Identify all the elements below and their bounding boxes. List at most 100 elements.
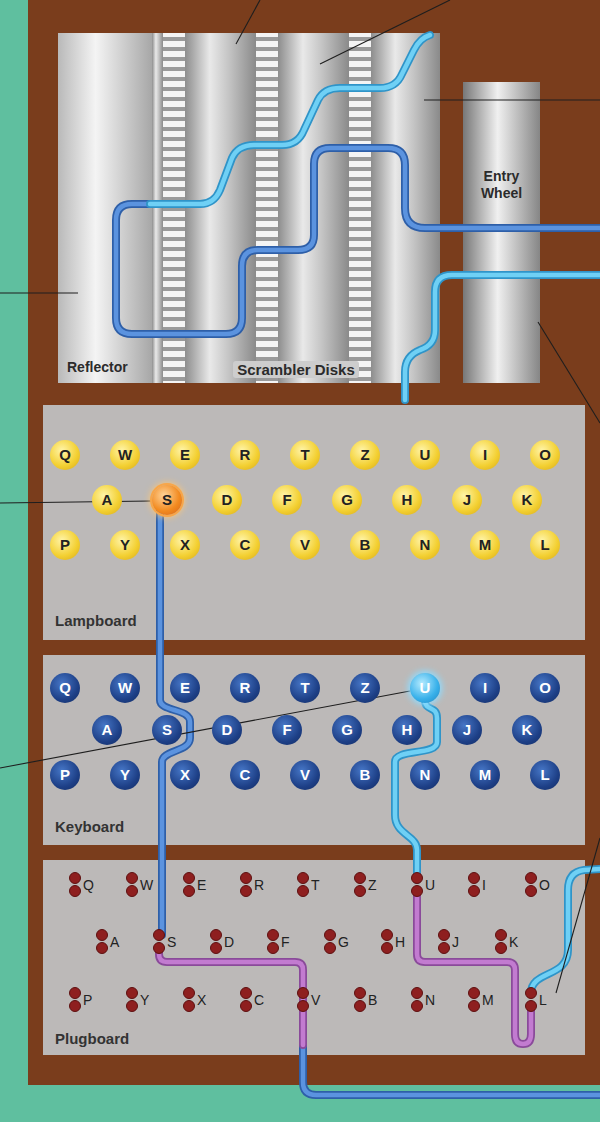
key: A [92,715,122,745]
plug-socket [412,1001,423,1012]
key-letter: M [479,766,492,784]
plug-letter: P [83,991,92,1009]
plug-socket [127,873,138,884]
key: I [470,673,500,703]
lamp-letter: N [420,536,431,554]
lamp: J [452,485,482,515]
plug-socket [439,943,450,954]
wire-group [116,35,600,1095]
key: Y [110,760,140,790]
lamp-letter: G [341,491,353,509]
keyboard-panel: KeyboardQWERTZUIOASDFGHJKPYXCVBNML [43,655,585,845]
leader-line [236,0,260,44]
lamp: S [152,485,182,515]
entry-wheel-drum [463,82,540,383]
key: U [410,673,440,703]
key: N [410,760,440,790]
key: B [350,760,380,790]
plug-socket [268,930,279,941]
lamp: N [410,530,440,560]
plug-socket [382,930,393,941]
key-letter: P [60,766,70,784]
key: T [290,673,320,703]
plug-socket [469,873,480,884]
plug-cable [417,890,531,1044]
key: M [470,760,500,790]
plug-cable [417,890,531,1044]
plug-socket [355,873,366,884]
plug-socket [70,1001,81,1012]
panel-title: Plugboard [55,1030,129,1048]
plug-socket [526,988,537,999]
plug-socket [412,886,423,897]
plug-socket [298,886,309,897]
lamp-letter: X [180,536,190,554]
key-letter: I [483,679,487,697]
plug-socket [241,873,252,884]
wire [405,275,600,400]
key-letter: V [300,766,310,784]
lamp: V [290,530,320,560]
lamp: K [512,485,542,515]
lamp: T [290,440,320,470]
plug-socket [298,988,309,999]
leader-group [0,0,600,993]
plug-socket [382,943,393,954]
wire [531,869,600,993]
key: Z [350,673,380,703]
plug-letter: H [395,933,405,951]
plug-letter: E [197,876,206,894]
plug-cable [159,948,303,1045]
lamp: C [230,530,260,560]
plug-socket [298,1001,309,1012]
plug-socket [526,1001,537,1012]
key: L [530,760,560,790]
key-letter: D [222,721,233,739]
key: W [110,673,140,703]
lamp: Z [350,440,380,470]
wire [116,148,600,334]
plug-socket [469,886,480,897]
plug-socket [127,1001,138,1012]
lamp: P [50,530,80,560]
key-letter: A [102,721,113,739]
plug-socket [268,943,279,954]
lamp-letter: F [282,491,291,509]
entry-wheel: Entry Wheel [463,82,540,383]
key-letter: G [341,721,353,739]
key-letter: S [162,721,172,739]
leader-line [538,322,600,423]
plug-letter: A [110,933,119,951]
plug-letter: M [482,991,494,1009]
plug-letter: Q [83,876,94,894]
key-letter: X [180,766,190,784]
plug-letter: W [140,876,153,894]
lampboard-panel: LampboardQWERTZUIOASDFGHJKPYXCVBNML [43,405,585,640]
lamp-letter: M [479,536,492,554]
key: O [530,673,560,703]
lamp-letter: U [420,446,431,464]
leader-line [320,0,450,64]
plug-letter: L [539,991,547,1009]
plug-socket [355,886,366,897]
machine-board [28,0,600,1085]
plug-letter: S [167,933,176,951]
plug-letter: Y [140,991,149,1009]
key-letter: O [539,679,551,697]
lamp: B [350,530,380,560]
key-letter: B [360,766,371,784]
wire [303,1043,600,1095]
scrambler-disks: Scrambler Disks [152,33,440,383]
key: G [332,715,362,745]
plug-socket [70,988,81,999]
key: J [452,715,482,745]
lamp: G [332,485,362,515]
key-letter: Z [360,679,369,697]
plug-socket [412,873,423,884]
wire [405,275,600,400]
key: C [230,760,260,790]
plug-letter: T [311,876,320,894]
wire [116,148,600,334]
key: P [50,760,80,790]
plug-socket [154,943,165,954]
